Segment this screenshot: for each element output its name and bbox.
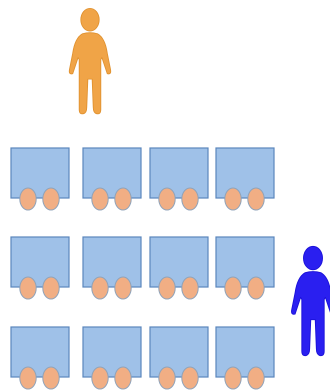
person-teacher-body <box>69 33 110 114</box>
cart-wheel-right <box>43 188 59 210</box>
cart-body <box>11 327 69 377</box>
cart-grid <box>11 148 274 389</box>
cart-r1-c2 <box>83 148 141 210</box>
cart-wheel-left <box>159 188 175 210</box>
cart-wheel-right <box>115 367 131 389</box>
person-visitor-body <box>291 272 330 356</box>
cart-wheel-right <box>248 367 264 389</box>
cart-wheel-left <box>92 188 108 210</box>
cart-wheel-right <box>43 367 59 389</box>
cart-r2-c2 <box>83 237 141 299</box>
cart-wheel-right <box>248 188 264 210</box>
cart-wheel-left <box>92 277 108 299</box>
cart-r1-c3 <box>150 148 208 210</box>
cart-wheel-right <box>182 367 198 389</box>
cart-wheel-left <box>20 277 36 299</box>
cart-body <box>150 327 208 377</box>
cart-wheel-left <box>225 277 241 299</box>
cart-wheel-right <box>248 277 264 299</box>
cart-body <box>216 237 274 287</box>
cart-wheel-left <box>225 367 241 389</box>
cart-r1-c4 <box>216 148 274 210</box>
cart-wheel-left <box>92 367 108 389</box>
person-visitor <box>291 246 330 355</box>
cart-body <box>11 148 69 198</box>
person-teacher <box>69 8 110 113</box>
cart-body <box>216 148 274 198</box>
cart-r2-c3 <box>150 237 208 299</box>
cart-wheel-left <box>20 367 36 389</box>
person-visitor-head <box>303 246 322 270</box>
cart-wheel-right <box>182 277 198 299</box>
cart-r1-c1 <box>11 148 69 210</box>
cart-wheel-left <box>159 277 175 299</box>
cart-r3-c1 <box>11 327 69 389</box>
cart-body <box>83 237 141 287</box>
cart-wheel-right <box>182 188 198 210</box>
cart-r2-c4 <box>216 237 274 299</box>
person-teacher-head <box>81 8 99 31</box>
cart-wheel-left <box>159 367 175 389</box>
cart-wheel-right <box>115 188 131 210</box>
cart-wheel-left <box>225 188 241 210</box>
cart-body <box>150 237 208 287</box>
cart-r3-c2 <box>83 327 141 389</box>
cart-wheel-right <box>115 277 131 299</box>
cart-wheel-right <box>43 277 59 299</box>
cart-r3-c4 <box>216 327 274 389</box>
cart-body <box>83 148 141 198</box>
cart-r2-c1 <box>11 237 69 299</box>
cart-r3-c3 <box>150 327 208 389</box>
cart-body <box>11 237 69 287</box>
cart-body <box>216 327 274 377</box>
cart-body <box>150 148 208 198</box>
cart-wheel-left <box>20 188 36 210</box>
cart-body <box>83 327 141 377</box>
